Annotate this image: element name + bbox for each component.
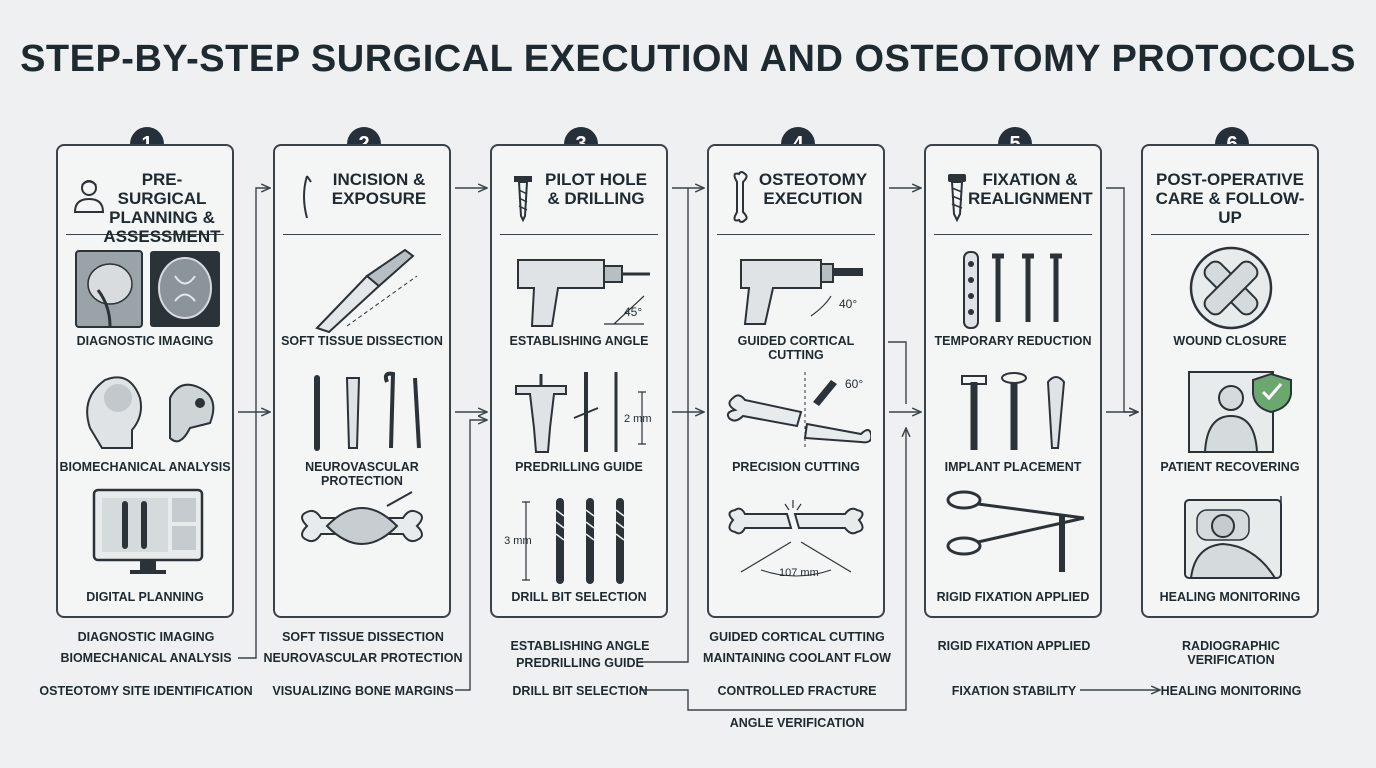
below-label: SOFT TISSUE DISSECTION [282, 630, 444, 644]
below-label: OSTEOTOMY SITE IDENTIFICATION [39, 684, 253, 698]
step-panel-5: FIXATION & REALIGNMENT TEMPORARY REDUCTI… [924, 144, 1102, 618]
item-label: TEMPORARY REDUCTION [934, 334, 1092, 348]
below-label: RADIOGRAPHIC VERIFICATION [1182, 639, 1280, 667]
step-panel-4: OSTEOTOMY EXECUTION 40° GUIDED CORTICAL … [707, 144, 885, 618]
bone-screw-icon [948, 174, 966, 223]
below-label: NEUROVASCULAR PROTECTION [263, 651, 463, 665]
bone-icon [733, 171, 748, 223]
recovering-patient-icon [1188, 371, 1292, 453]
page-title: STEP-BY-STEP SURGICAL EXECUTION AND OSTE… [20, 38, 1356, 80]
item-label: GUIDED CORTICAL CUTTING [737, 334, 855, 362]
bone-cut-icon: 60° [726, 372, 871, 448]
step-panel-6: POST-OPERATIVE CARE & FOLLOW-UP WOUND CL… [1141, 144, 1319, 618]
step-panel-3: PILOT HOLE & DRILLING 45° ESTABLISHING A… [490, 144, 668, 618]
below-label: DIAGNOSTIC IMAGING [77, 630, 215, 644]
below-label: CONTROLLED FRACTURE [717, 684, 877, 698]
step-panel-1: PRE-SURGICAL PLANNING & ASSESSMENT DIAGN… [56, 144, 234, 618]
step-title: FIXATION & REALIGNMENT [968, 170, 1093, 208]
step-panel-2: INCISION & EXPOSURE SOFT TISSUE DISSECTI… [273, 144, 451, 618]
item-label: PRECISION CUTTING [732, 460, 860, 474]
scalpel-dissection-icon [315, 248, 418, 334]
below-label: DRILL BIT SELECTION [512, 684, 648, 698]
below-label: GUIDED CORTICAL CUTTING [709, 630, 885, 644]
exposed-bone-icon [301, 491, 423, 545]
cut-angle-annotation: 60° [845, 377, 863, 391]
item-label: ESTABLISHING ANGLE [509, 334, 649, 348]
below-label: MAINTAINING COOLANT FLOW [703, 651, 891, 665]
screw-icon [514, 176, 532, 223]
below-label: PREDRILLING GUIDE [516, 656, 644, 670]
guide-annotation: 2 mm [624, 413, 652, 425]
below-label: ANGLE VERIFICATION [729, 716, 865, 730]
step-title: PRE-SURGICAL PLANNING & ASSESSMENT [103, 170, 221, 246]
item-label: WOUND CLOSURE [1173, 334, 1287, 348]
item-label: PREDRILLING GUIDE [515, 460, 643, 474]
item-label: DRILL BIT SELECTION [511, 590, 647, 604]
bit-annotation: 13 mm [504, 535, 532, 547]
item-label: PATIENT RECOVERING [1160, 460, 1300, 474]
item-label: NEUROVASCULAR PROTECTION [305, 460, 419, 488]
fractured-bone-icon: 107 mm [728, 500, 864, 578]
step-title: POST-OPERATIVE CARE & FOLLOW-UP [1155, 170, 1305, 227]
item-label: BIOMECHANICAL ANALYSIS [59, 460, 231, 474]
retractor-tools-icon [314, 371, 421, 451]
drill-guide-icon: 2 mm [515, 372, 652, 453]
item-label: HEALING MONITORING [1159, 590, 1301, 604]
plate-and-screws-icon [963, 251, 1062, 329]
surgeon-icon [73, 180, 105, 213]
length-annotation: 107 mm [779, 567, 819, 578]
implant-screws-icon [961, 372, 1066, 450]
scalpel-icon [303, 175, 312, 219]
below-label: RIGID FIXATION APPLIED [937, 639, 1091, 653]
saw-angle-annotation: 40° [839, 297, 857, 311]
reduction-clamp-icon [946, 490, 1085, 572]
below-label: BIOMECHANICAL ANALYSIS [60, 651, 232, 665]
below-label: VISUALIZING BONE MARGINS [272, 684, 454, 698]
below-label: ESTABLISHING ANGLE [510, 639, 650, 653]
item-label: SOFT TISSUE DISSECTION [281, 334, 443, 348]
step-title: OSTEOTOMY EXECUTION [758, 170, 868, 208]
bandage-icon [1189, 246, 1273, 330]
step-title: INCISION & EXPOSURE [331, 170, 427, 208]
patient-in-bed-icon [1184, 496, 1282, 579]
item-label: DIGITAL PLANNING [86, 590, 204, 604]
below-label: HEALING MONITORING [1160, 684, 1302, 698]
drill-bits-icon: 13 mm [504, 498, 625, 584]
item-label: DIAGNOSTIC IMAGING [76, 334, 214, 348]
bone-saw-icon: 40° [740, 259, 863, 325]
step-title: PILOT HOLE & DRILLING [545, 170, 647, 208]
item-label: RIGID FIXATION APPLIED [936, 590, 1090, 604]
angle-annotation: 45° [624, 305, 642, 319]
monitor-icon [92, 488, 204, 574]
item-label: IMPLANT PLACEMENT [944, 460, 1082, 474]
head-anatomy-icon [86, 376, 215, 449]
mri-scan-icon [75, 250, 220, 328]
power-drill-icon: 45° [517, 259, 650, 327]
below-label: FIXATION STABILITY [951, 684, 1077, 698]
